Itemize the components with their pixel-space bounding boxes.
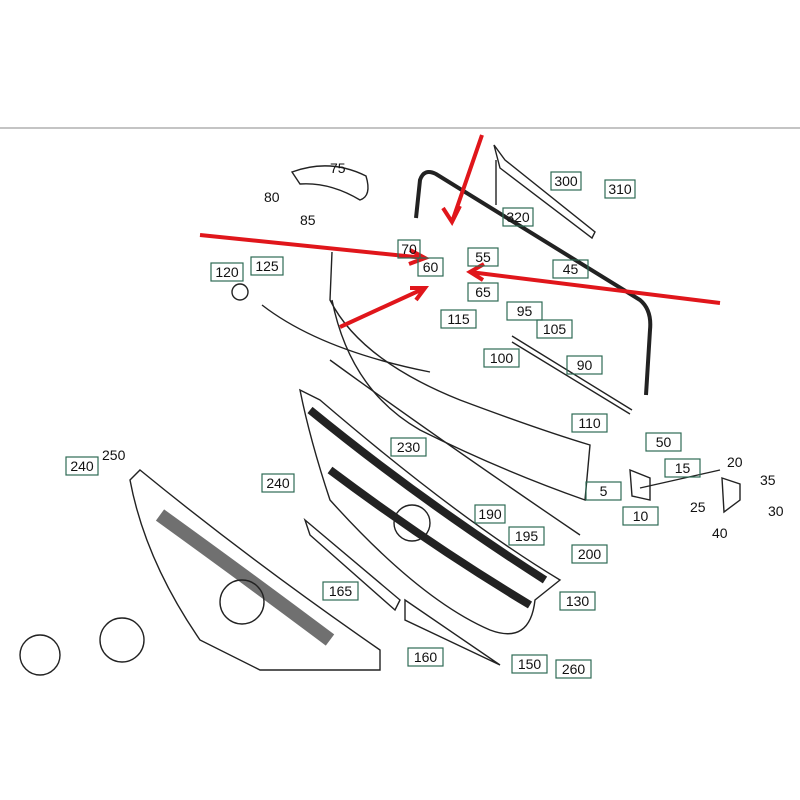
part-number-160: 160 [414,649,438,665]
part-number-5: 5 [600,483,608,499]
arrow-right [199,233,430,266]
callout-box [390,437,427,457]
callout-box [483,348,520,368]
callout-box [210,262,244,282]
callout-box [407,647,444,667]
callout-box [502,207,534,227]
upper-grille [299,388,562,635]
arrow-down [441,134,484,227]
callout-box [645,432,682,452]
part-number-320: 320 [506,209,530,225]
arrow-up-right [339,286,429,329]
lower-grille [129,469,381,671]
part-number-85: 85 [300,212,316,228]
rail [493,144,596,240]
part-number-15: 15 [675,460,691,476]
callout-box [552,259,589,279]
hinge [639,469,741,514]
callout-box [467,282,499,302]
part-number-200: 200 [578,546,602,562]
front-panel [329,251,591,501]
grille-mesh [155,509,335,646]
callout-box [571,544,608,564]
part-number-30: 30 [768,503,784,519]
callout-box [555,659,592,679]
star-emblem [19,634,61,676]
part-number-70: 70 [401,241,417,257]
part-number-165: 165 [329,583,353,599]
lower-strip [404,598,501,666]
callout-box [440,309,477,329]
part-number-100: 100 [490,350,514,366]
part-number-125: 125 [255,258,279,274]
callout-box [571,413,608,433]
part-number-25: 25 [690,499,706,515]
part-number-45: 45 [563,261,579,277]
trim-strip [329,359,581,536]
part-number-300: 300 [554,173,578,189]
callout-box [261,473,295,493]
callout-box [664,458,701,478]
lower-strip [303,517,401,612]
grille-bar [307,406,548,584]
callout-box [417,257,444,277]
callout-box [566,355,603,375]
part-number-20: 20 [727,454,743,470]
part-number-35: 35 [760,472,776,488]
star-emblem [219,579,265,625]
callout-box [397,239,421,259]
part-number-260: 260 [562,661,586,677]
callout-box [474,504,506,524]
callout-box [506,301,543,321]
part-number-95: 95 [517,303,533,319]
callout-box [322,581,359,601]
windshield-seal [414,170,653,396]
part-number-190: 190 [478,506,502,522]
release-cable [261,304,431,373]
callout-box [585,481,622,501]
part-number-195: 195 [515,528,539,544]
part-number-240: 240 [266,475,290,491]
part-number-55: 55 [475,249,491,265]
grab-handle [290,165,369,201]
hinge-bracket [629,468,651,501]
part-number-115: 115 [447,311,470,327]
part-number-65: 65 [475,284,491,300]
part-number-80: 80 [264,189,280,205]
callout-box [250,256,284,276]
part-number-50: 50 [656,434,672,450]
part-number-40: 40 [712,525,728,541]
emblem-part [231,283,249,301]
callout-box [467,247,499,267]
part-number-110: 110 [578,415,601,431]
callout-box [604,179,636,199]
callout-box [536,319,573,339]
support-rod [511,335,633,415]
part-number-60: 60 [423,259,439,275]
part-number-150: 150 [518,656,542,672]
star-emblem [393,504,431,542]
part-number-250: 250 [102,447,126,463]
red-arrows [199,134,721,329]
callout-box [559,591,596,611]
star-emblem [99,617,145,663]
part-number-130: 130 [566,593,590,609]
part-number-75: 75 [330,160,346,176]
part-number-240: 240 [70,458,94,474]
callout-box [508,526,545,546]
arrow-left [466,262,721,305]
callout-box [622,506,659,526]
part-number-120: 120 [215,264,239,280]
callout-box [511,654,548,674]
part-number-10: 10 [633,508,649,524]
part-number-310: 310 [608,181,632,197]
callout-box [550,171,582,191]
part-number-230: 230 [397,439,421,455]
callout-box [65,456,99,476]
part-number-90: 90 [577,357,593,373]
part-number-105: 105 [543,321,567,337]
grille-bar [327,466,533,609]
